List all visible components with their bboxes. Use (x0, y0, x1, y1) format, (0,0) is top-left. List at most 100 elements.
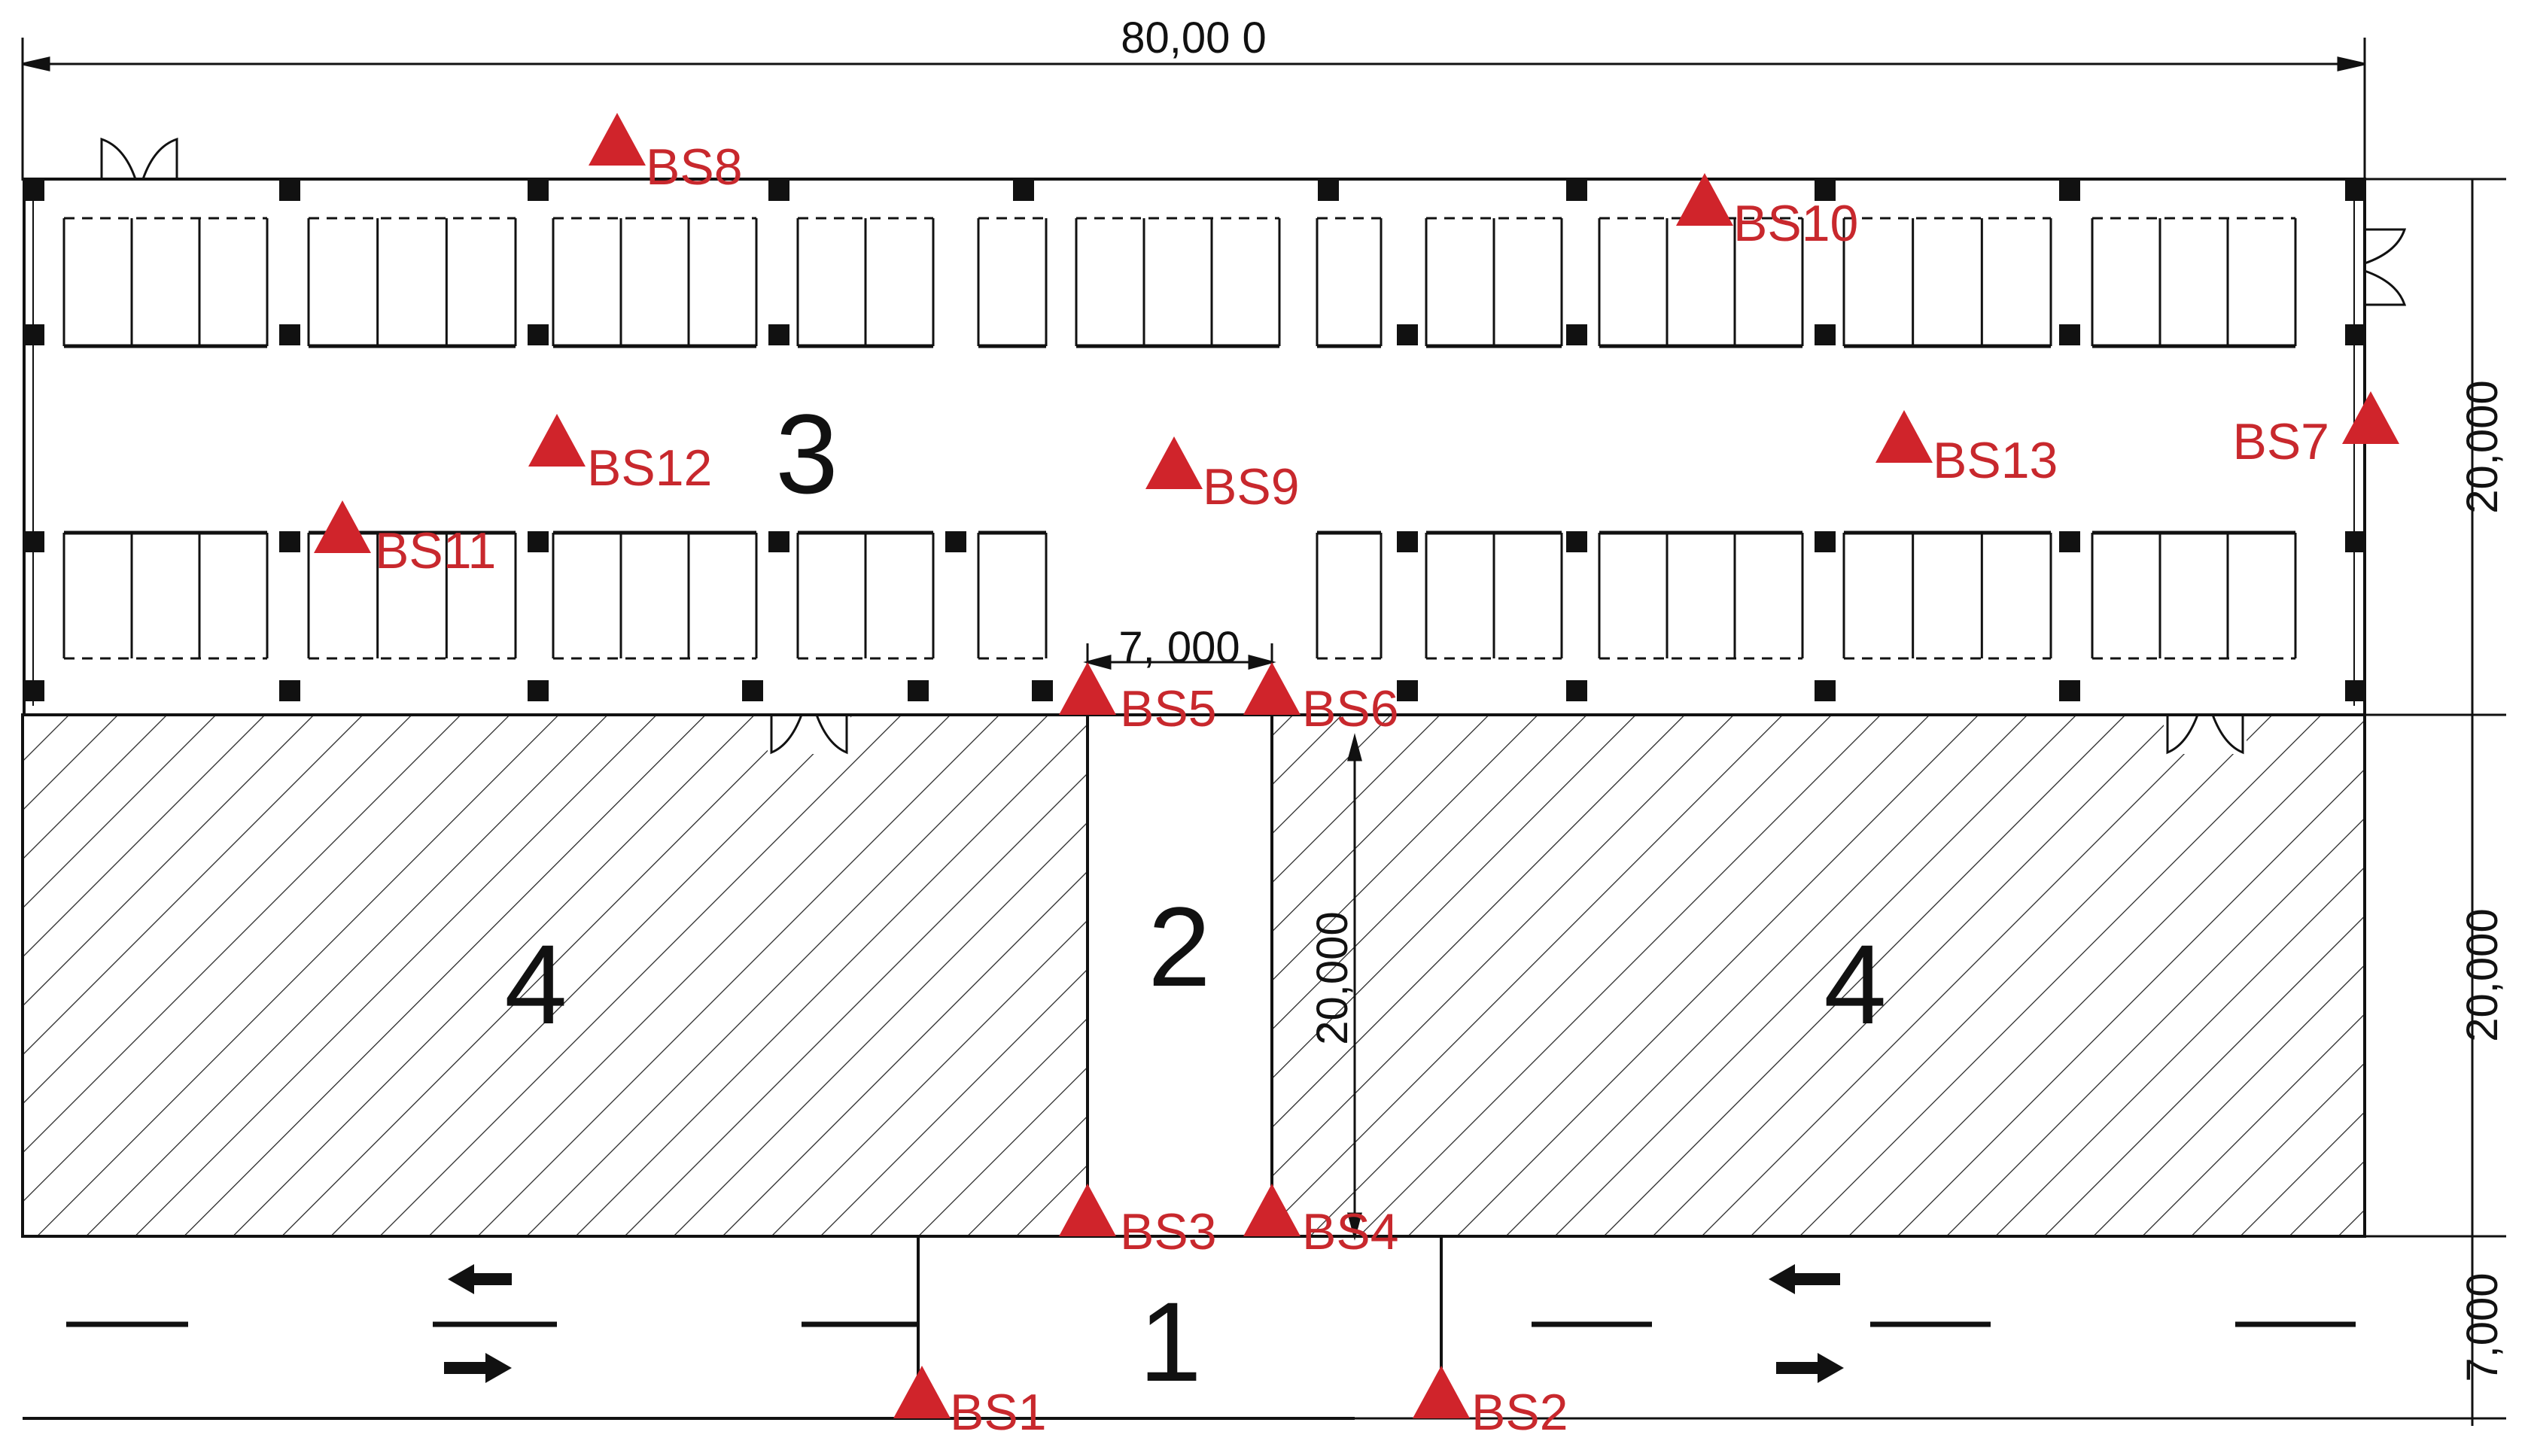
column (768, 531, 789, 552)
zone-label-passage: 2 (1148, 883, 1210, 1010)
column (2059, 180, 2080, 201)
column (1318, 180, 1339, 201)
rack-unit (1316, 217, 1383, 348)
hatched-zone-right (1270, 713, 2366, 1238)
column (1566, 180, 1587, 201)
rack-unit (1316, 530, 1383, 660)
zone-label-hatched-right: 4 (1824, 921, 1886, 1047)
base-station-label: BS7 (2232, 413, 2329, 470)
rack-unit (796, 530, 935, 660)
column (908, 680, 929, 701)
arrow-left-icon (448, 1264, 512, 1294)
column (1815, 531, 1836, 552)
arrow-right-icon (444, 1353, 512, 1383)
rack-unit (1598, 217, 1804, 348)
base-station-bs13: BS13 (1875, 410, 2058, 489)
passage-zone (1086, 713, 1273, 1238)
passage-length-dimension (1347, 733, 1362, 1241)
column (1013, 180, 1034, 201)
base-station-label: BS13 (1933, 432, 2058, 489)
dimension-right-upper: 20,000 (2458, 380, 2507, 513)
column (528, 680, 549, 701)
column (768, 180, 789, 201)
column (279, 531, 300, 552)
base-station-label: BS10 (1733, 195, 1858, 252)
rack-unit (2091, 530, 2297, 660)
column (528, 180, 549, 201)
column (279, 180, 300, 201)
base-station-bs6: BS6 (1243, 662, 1399, 737)
base-station-bs8: BS8 (589, 113, 743, 196)
triangle-marker-icon (1059, 1184, 1116, 1236)
base-station-bs4: BS4 (1243, 1184, 1399, 1260)
triangle-marker-icon (589, 113, 646, 166)
column (528, 531, 549, 552)
base-station-label: BS12 (587, 439, 712, 497)
base-station-label: BS8 (646, 138, 743, 196)
rack-unit (307, 217, 517, 348)
arrow-left-icon (1769, 1264, 1840, 1294)
triangle-marker-icon (528, 414, 586, 467)
base-station-bs11: BS11 (314, 500, 496, 579)
dimension-passage-length: 20,000 (1308, 911, 1357, 1044)
traffic-arrows (444, 1264, 1844, 1383)
base-station-bs1: BS1 (893, 1366, 1047, 1441)
storage-racks (62, 217, 2297, 660)
base-station-label: BS3 (1120, 1203, 1217, 1260)
base-station-bs2: BS2 (1413, 1366, 1568, 1441)
column (768, 324, 789, 345)
base-station-bs7: BS7 (2232, 391, 2399, 470)
column (2345, 680, 2366, 701)
zone-label-hatched-left: 4 (504, 921, 567, 1047)
column (1566, 680, 1587, 701)
rack-unit (1425, 217, 1563, 348)
base-station-label: BS6 (1302, 680, 1399, 737)
base-station-bs5: BS5 (1059, 662, 1217, 737)
base-station-label: BS4 (1302, 1203, 1399, 1260)
base-station-label: BS2 (1471, 1384, 1568, 1441)
zone-label-road: 1 (1139, 1278, 1201, 1405)
column (1815, 324, 1836, 345)
base-station-bs10: BS10 (1676, 173, 1858, 252)
triangle-marker-icon (1875, 410, 1933, 463)
rack-unit (62, 530, 269, 660)
column (528, 324, 549, 345)
rack-unit (1842, 217, 2052, 348)
dimension-right-lower: 7,000 (2458, 1272, 2507, 1382)
column (1397, 531, 1418, 552)
column (23, 324, 44, 345)
column (2059, 531, 2080, 552)
column (2059, 324, 2080, 345)
triangle-marker-icon (314, 500, 371, 553)
top-dimension (21, 38, 2366, 181)
rack-unit (977, 530, 1048, 660)
triangle-marker-icon (1413, 1366, 1470, 1418)
right-dimensions (1355, 178, 2506, 1426)
column (2345, 324, 2366, 345)
base-station-bs9: BS9 (1145, 436, 1300, 515)
column (1032, 680, 1053, 701)
rack-unit (1598, 530, 1804, 660)
column (2059, 680, 2080, 701)
dimension-passage-width: 7, 000 (1118, 623, 1240, 672)
rack-unit (796, 217, 935, 348)
base-station-bs3: BS3 (1059, 1184, 1217, 1260)
rack-unit (2091, 217, 2297, 348)
base-station-label: BS1 (950, 1384, 1047, 1441)
rack-unit (552, 530, 758, 660)
column (1815, 180, 1836, 201)
rack-unit (1425, 530, 1563, 660)
triangle-marker-icon (893, 1366, 951, 1418)
arrow-right-icon (1776, 1353, 1844, 1383)
column (1397, 680, 1418, 701)
rack-unit (62, 217, 269, 348)
triangle-marker-icon (1676, 173, 1733, 226)
dimension-right-middle: 20,000 (2458, 908, 2507, 1041)
triangle-marker-icon (1145, 436, 1203, 489)
column (23, 180, 44, 201)
column (1566, 531, 1587, 552)
column (279, 680, 300, 701)
rack-unit (1842, 530, 2052, 660)
column (1566, 324, 1587, 345)
